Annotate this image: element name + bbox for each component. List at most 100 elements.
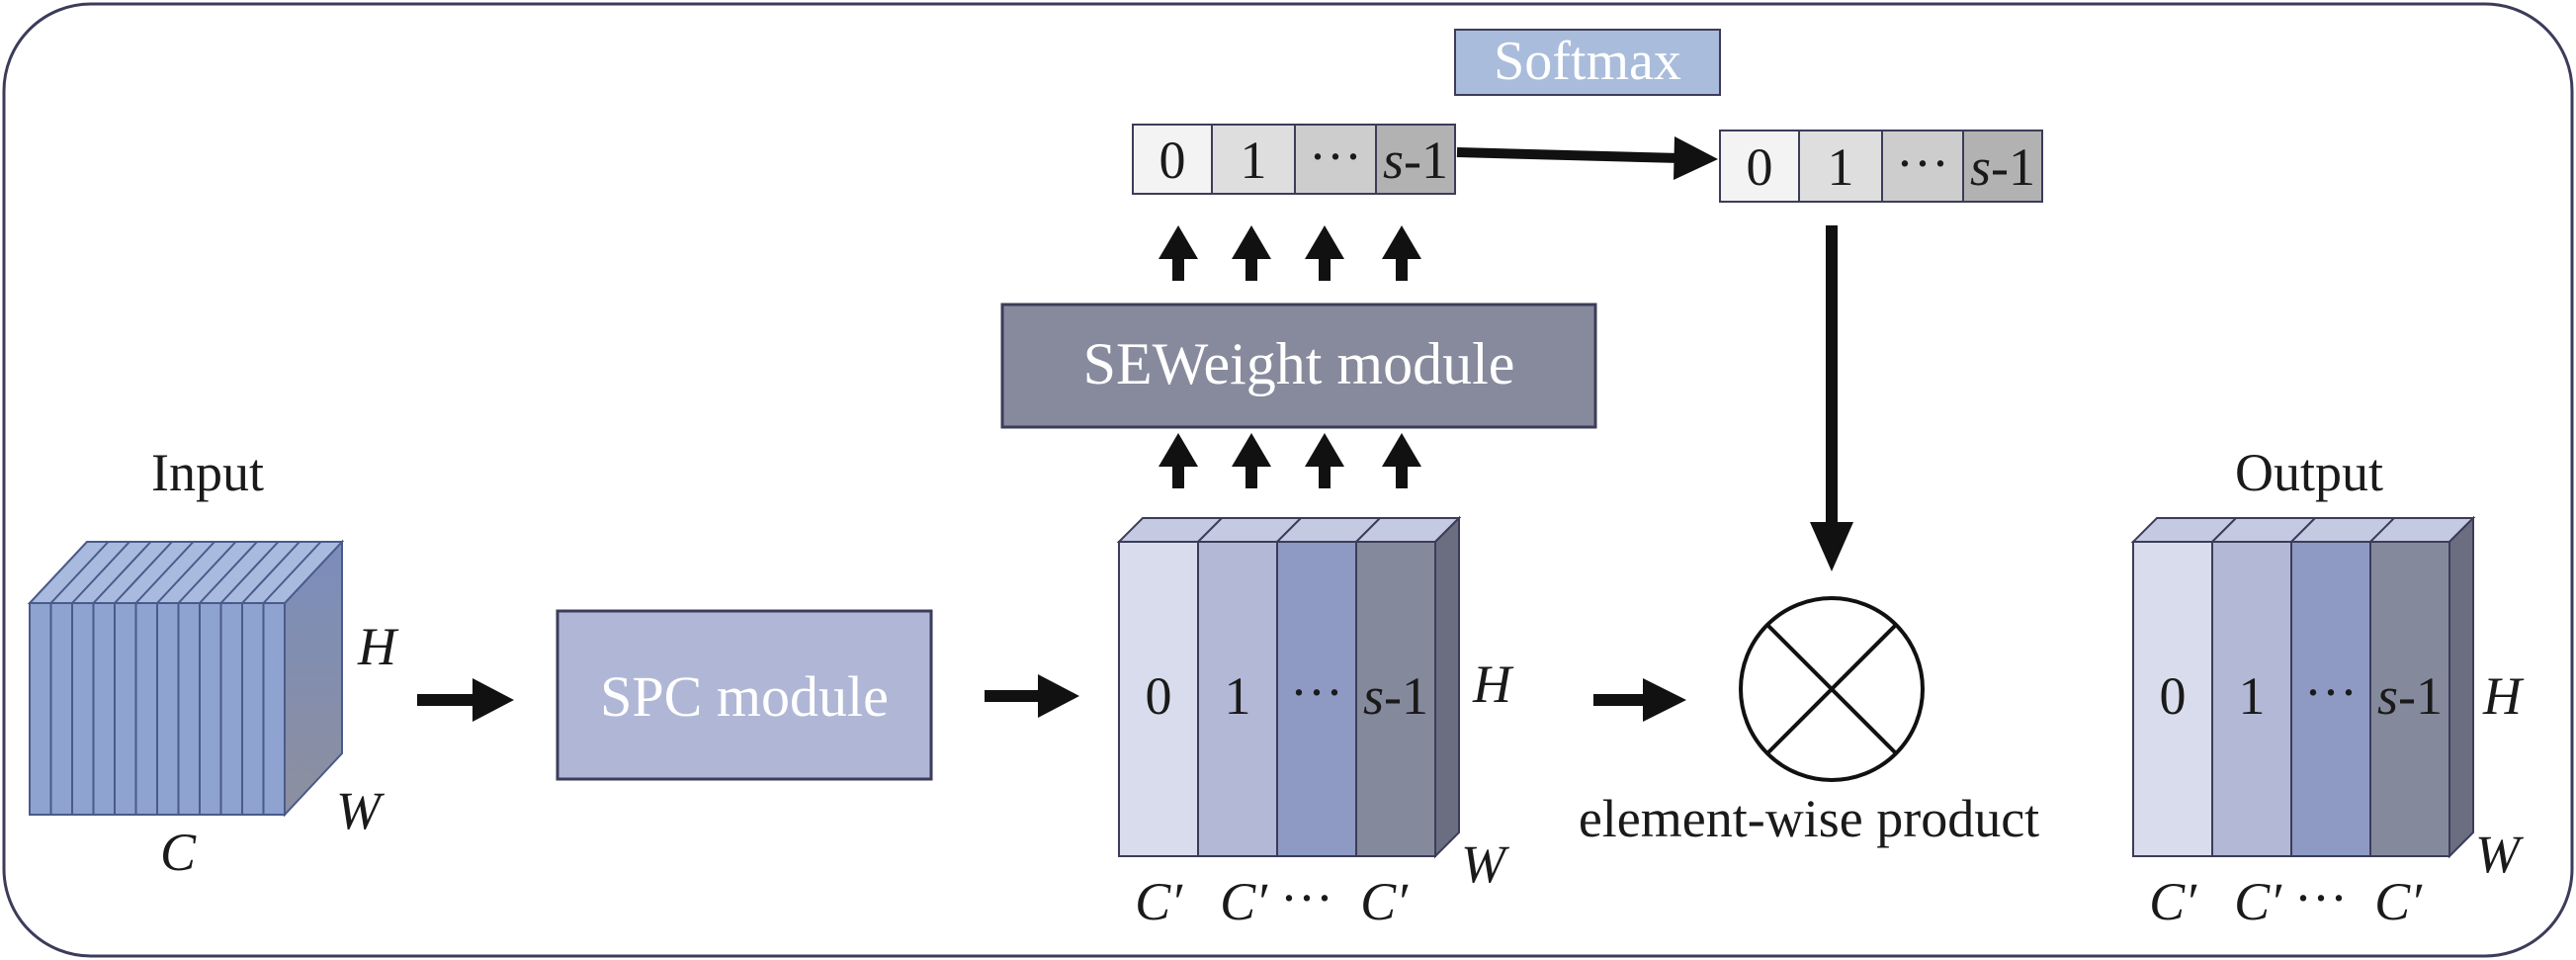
vector-left-cell-3 xyxy=(1375,124,1456,195)
spc-module-label: SPC module xyxy=(600,664,889,729)
output-tensor: Output 0 1 ··· s-1 H W C′ C′ ··· C′ xyxy=(2130,443,2525,931)
seweight-module-box xyxy=(1000,303,1597,429)
input-slice xyxy=(49,602,73,816)
input-slice-edge xyxy=(49,541,110,604)
input-slice-edge xyxy=(114,541,173,604)
split-cell-1: 1 xyxy=(1225,666,1251,726)
up-arrow-upper-2 xyxy=(1232,225,1271,281)
vector-left-cell-0 xyxy=(1132,124,1213,195)
input-slice-edge xyxy=(156,541,215,604)
input-dim-w: W xyxy=(336,781,386,840)
split-bottom-c3: C′ xyxy=(1360,872,1409,931)
split-bottom-c2: C′ xyxy=(1220,872,1268,931)
vector-right-cell-2 xyxy=(1881,130,1964,203)
split-tensor: 0 1 ··· s-1 H W C′ C′ ··· C′ xyxy=(1116,515,1514,931)
up-arrow-lower-2 xyxy=(1232,433,1271,488)
input-slice xyxy=(134,602,158,816)
input-slice-edge xyxy=(241,541,301,604)
output-bottom-c1: C′ xyxy=(2149,872,2197,931)
weight-vector-right: 0 1 ··· s-1 xyxy=(1719,130,2043,203)
vector-left-cell-1 xyxy=(1211,124,1296,195)
output-dim-w: W xyxy=(2475,825,2525,884)
vector-left-label-1: 1 xyxy=(1241,131,1267,190)
input-tensor: Input H W C xyxy=(27,443,399,882)
input-slice xyxy=(156,602,180,816)
input-slice-edge xyxy=(134,541,195,604)
up-arrow-upper-3 xyxy=(1305,225,1344,281)
input-slice xyxy=(29,602,52,816)
input-slice xyxy=(177,602,201,816)
vector-left-label-2: ··· xyxy=(1309,127,1362,186)
split-slab-1 xyxy=(1197,541,1278,857)
input-slice-edge xyxy=(92,541,152,604)
split-cell-3: s-1 xyxy=(1363,666,1428,726)
split-slab-2 xyxy=(1276,541,1357,857)
split-bottom-c1: C′ xyxy=(1135,872,1183,931)
output-cell-2: ··· xyxy=(2304,662,2358,722)
output-slab-2 xyxy=(2290,541,2371,857)
split-slab-0 xyxy=(1118,541,1199,857)
seweight-module: SEWeight module xyxy=(1000,303,1597,429)
input-slice-edge xyxy=(29,541,88,604)
input-slice xyxy=(114,602,137,816)
input-label: Input xyxy=(151,443,264,502)
up-arrow-upper-4 xyxy=(1382,225,1421,281)
seweight-module-label: SEWeight module xyxy=(1083,331,1515,396)
output-bottom-c2: C′ xyxy=(2234,872,2282,931)
vector-right-label-1: 1 xyxy=(1828,137,1854,197)
element-wise-product: element-wise product xyxy=(1579,596,2039,848)
input-slice-edge xyxy=(219,541,280,604)
weight-vector-left: 0 1 ··· s-1 xyxy=(1132,124,1456,195)
arrow-input-to-spc xyxy=(417,678,514,722)
split-bottom-dots: ··· xyxy=(1280,868,1333,927)
output-slab-1 xyxy=(2211,541,2292,857)
split-cell-2: ··· xyxy=(1290,662,1343,722)
vector-right-cell-3 xyxy=(1962,130,2043,203)
output-label: Output xyxy=(2235,443,2383,502)
input-slice xyxy=(71,602,95,816)
output-cell-3: s-1 xyxy=(2377,666,2443,726)
arrow-softmax-transform xyxy=(1456,136,1718,180)
up-arrow-lower-3 xyxy=(1305,433,1344,488)
product-label: element-wise product xyxy=(1579,789,2039,848)
input-slice-edge xyxy=(199,541,258,604)
split-dim-w: W xyxy=(1461,834,1510,894)
arrow-weights-to-product xyxy=(1810,225,1853,571)
vector-left-label-0: 0 xyxy=(1159,131,1186,190)
vector-right-cell-0 xyxy=(1719,130,1800,203)
split-dim-h: H xyxy=(1472,655,1514,714)
output-dim-h: H xyxy=(2482,666,2525,726)
output-side-face xyxy=(2448,515,2474,859)
split-slab-3 xyxy=(1355,541,1436,857)
vector-left-label-3: s-1 xyxy=(1383,131,1448,190)
up-arrow-lower-4 xyxy=(1382,433,1421,488)
split-side-face xyxy=(1434,515,1460,859)
vector-right-label-0: 0 xyxy=(1747,137,1773,197)
input-slice xyxy=(92,602,116,816)
input-slice xyxy=(199,602,222,816)
arrow-spc-to-split xyxy=(985,674,1079,718)
spc-module: SPC module xyxy=(556,609,933,781)
output-slab-3 xyxy=(2369,541,2450,857)
split-cell-0: 0 xyxy=(1146,666,1172,726)
arrows-seweight-to-vector xyxy=(1159,225,1421,281)
vector-right-label-2: ··· xyxy=(1896,133,1949,193)
output-cell-1: 1 xyxy=(2239,666,2266,726)
arrows-split-to-seweight xyxy=(1159,433,1421,488)
input-dim-h: H xyxy=(357,617,399,676)
up-arrow-lower-1 xyxy=(1159,433,1198,488)
input-slice-edge xyxy=(177,541,237,604)
spc-module-box xyxy=(556,609,933,781)
input-slice-edge xyxy=(71,541,130,604)
input-slice-edge xyxy=(262,541,322,604)
up-arrow-upper-1 xyxy=(1159,225,1198,281)
vector-right-label-3: s-1 xyxy=(1970,137,2035,197)
output-bottom-c3: C′ xyxy=(2374,872,2423,931)
input-slice xyxy=(262,602,286,816)
softmax-box xyxy=(1454,29,1721,96)
softmax-label: Softmax xyxy=(1494,31,1681,92)
input-dim-c: C xyxy=(160,823,197,882)
softmax: Softmax xyxy=(1454,29,1721,96)
